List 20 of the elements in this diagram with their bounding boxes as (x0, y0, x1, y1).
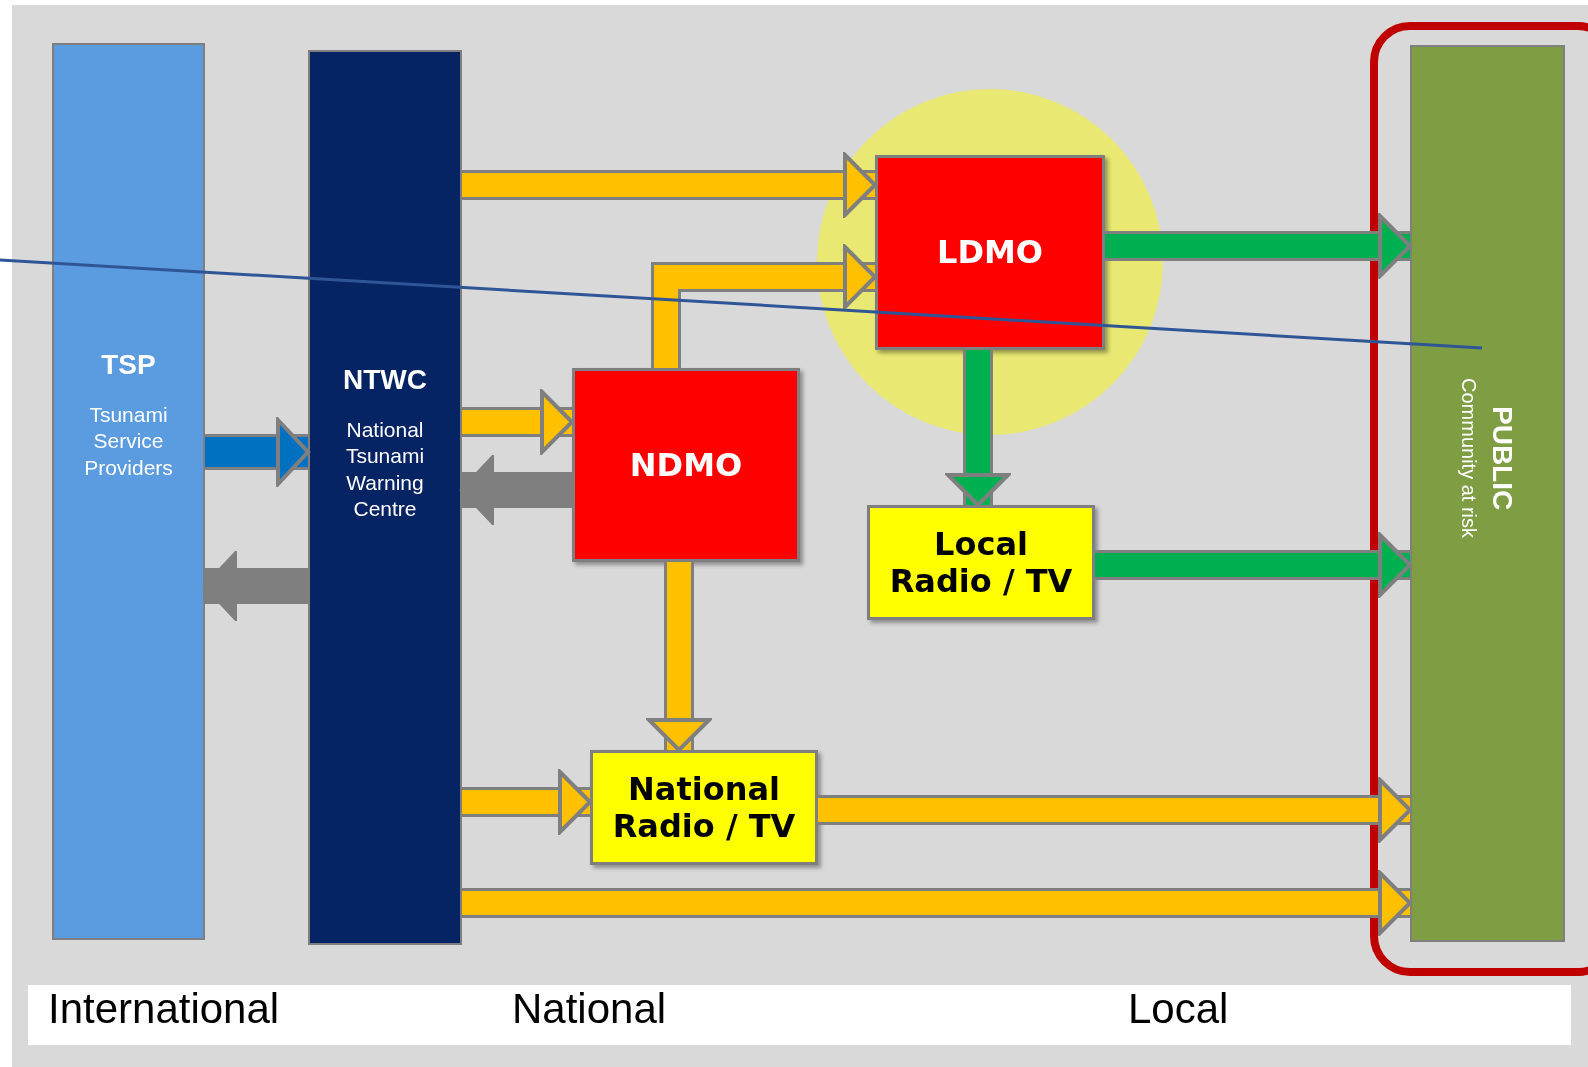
media-box (867, 505, 1095, 620)
region-label: International (48, 984, 280, 1034)
media-box (590, 750, 818, 865)
provider-bar (52, 43, 205, 940)
node-subtitle: Community at risk (1456, 378, 1481, 539)
centre-bar (308, 50, 462, 945)
node-title: NTWC (343, 363, 427, 397)
node-title: TSP (101, 348, 156, 382)
node-label: LDMO (937, 234, 1043, 271)
node-subtitle: Tsunami Service Providers (83, 402, 174, 481)
region-label: National (512, 984, 667, 1034)
node-subtitle: National Tsunami Warning Centre (344, 417, 426, 522)
public-bar (1410, 45, 1565, 942)
node-title: PUBLIC (1485, 406, 1519, 511)
agency-box (875, 155, 1105, 350)
node-label: Local Radio / TV (888, 525, 1074, 600)
node-label: NDMO (629, 446, 743, 484)
agency-box (572, 368, 800, 562)
node-label: National Radio / TV (611, 770, 797, 845)
region-label: Local (1128, 984, 1229, 1034)
